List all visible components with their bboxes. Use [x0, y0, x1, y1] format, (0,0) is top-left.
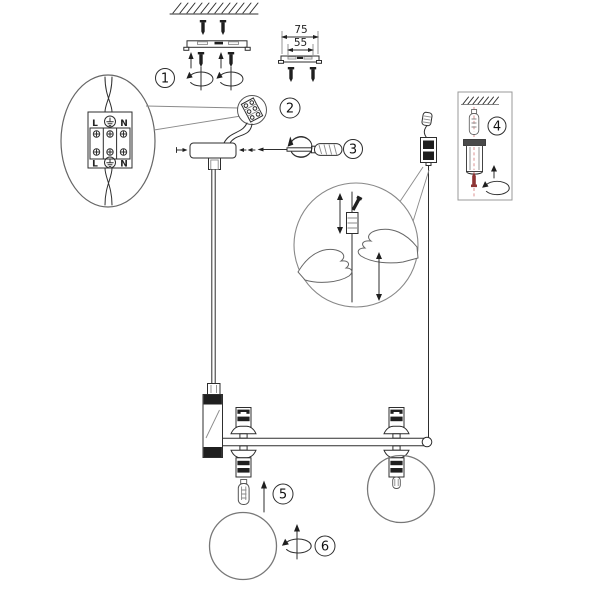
glass-globe-loose — [208, 511, 278, 581]
red-screw-icon — [471, 172, 477, 188]
callout-leader-line — [396, 166, 424, 207]
canopy-wire — [223, 122, 248, 144]
halogen-bulb-icon — [468, 109, 480, 135]
cord-adjustment-callout — [293, 182, 419, 308]
bar-end-cap — [421, 436, 433, 448]
screw-icon — [287, 67, 295, 82]
dimension-inner-label: 55 — [294, 37, 307, 49]
socket-pair-right — [383, 407, 410, 478]
terminal-top-right-label: N — [120, 119, 128, 129]
bulb-install-box: 4 — [457, 91, 513, 201]
rotate-arrow-icon — [185, 71, 214, 87]
left-suspension-cable — [211, 169, 216, 384]
terminal-top-left-label: L — [92, 119, 98, 129]
step-2-number: 2 — [286, 102, 294, 117]
bracket-dimensions: 75 55 — [278, 24, 322, 82]
screw-icon — [309, 67, 317, 82]
rotate-insert-action — [481, 165, 510, 196]
canopy-wire — [229, 123, 253, 144]
terminal-bottom-left-label: L — [92, 160, 98, 170]
ceiling-hatch-left — [169, 2, 259, 15]
up-arrow-icon — [217, 51, 225, 69]
hand-right — [357, 228, 419, 264]
up-arrow-icon — [187, 51, 195, 69]
glass-globe-installed — [366, 454, 436, 524]
step-3-number: 3 — [349, 143, 357, 158]
canopy — [189, 142, 237, 170]
callout-leader-line — [410, 169, 430, 229]
step-5-number: 5 — [279, 488, 287, 503]
step-6-number: 6 — [321, 540, 329, 555]
step-4-badge: 4 — [487, 116, 507, 136]
installed-bulb-right — [392, 476, 401, 489]
mounting-screws-upper — [199, 20, 227, 35]
adjuster-pin-icon — [351, 195, 363, 211]
canopy-side-screw-arrows — [176, 147, 284, 153]
screw-icon — [199, 20, 207, 35]
callout-leader-line — [145, 105, 240, 109]
screwdriver-icon — [283, 135, 343, 158]
cylinder-shade — [463, 139, 486, 175]
terminal-junction-callout — [237, 95, 267, 125]
step-1-badge: 1 — [155, 68, 175, 88]
screwing-action-step1 — [185, 51, 244, 91]
socket-pair-left — [230, 407, 257, 478]
step-6-attach-globe: 6 — [208, 511, 336, 581]
step-6-badge: 6 — [314, 535, 336, 557]
step-1-number: 1 — [161, 72, 169, 87]
rotate-arrow-icon — [286, 135, 313, 158]
screw-icon — [219, 20, 227, 35]
double-arrow-up-down-icon — [376, 252, 382, 301]
wiring-detail-callout: L N L N — [60, 74, 156, 208]
rotate-arrow-icon — [215, 71, 244, 87]
screw-icon — [197, 52, 205, 67]
step-5-insert-bulb: 5 — [237, 479, 294, 513]
earth-ground-icon — [104, 115, 116, 128]
hand-left — [297, 248, 353, 283]
step-3-badge: 3 — [343, 139, 363, 159]
cable-connector — [207, 383, 221, 395]
right-cable-adjuster — [420, 111, 437, 438]
screw-icon — [227, 52, 235, 67]
step-4-number: 4 — [493, 120, 501, 135]
dimension-outer-label: 75 — [294, 24, 307, 36]
step-2-badge: 2 — [279, 97, 301, 119]
counterweight-cylinder — [202, 394, 223, 458]
step-5-badge: 5 — [272, 483, 294, 505]
earth-ground-icon — [104, 156, 116, 169]
terminal-screws — [92, 130, 128, 156]
double-arrow-up-down-icon — [337, 193, 343, 234]
lamp-bar-assembly — [202, 383, 436, 524]
terminal-bottom-right-label: N — [120, 160, 128, 170]
callout-leader-line — [153, 115, 242, 131]
mounting-bracket — [183, 40, 251, 51]
halogen-bulb-icon — [237, 479, 250, 505]
